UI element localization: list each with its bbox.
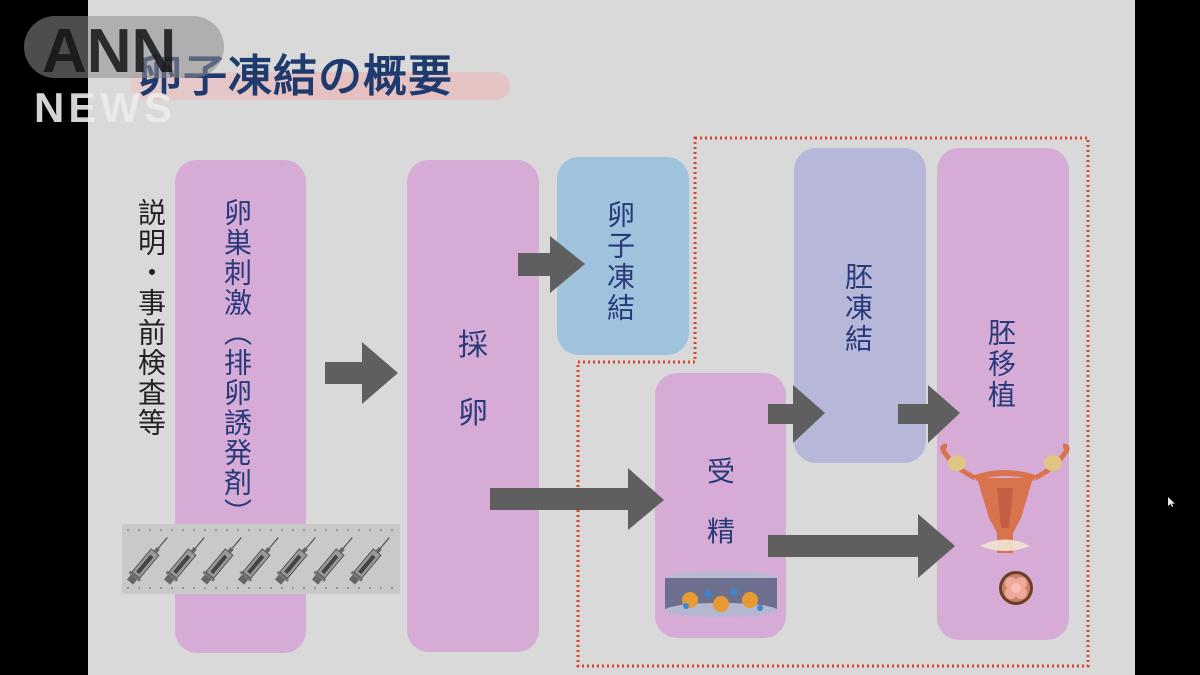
strip-dot: [270, 587, 272, 589]
strip-dot: [182, 529, 184, 531]
syringe-icon: [126, 537, 168, 585]
strip-dot: [391, 529, 393, 531]
strip-dot: [336, 587, 338, 589]
strip-dot: [325, 529, 327, 531]
strip-dot: [281, 587, 283, 589]
strip-dot: [215, 587, 217, 589]
strip-dot: [259, 529, 261, 531]
strip-dot: [182, 587, 184, 589]
strip-dot: [369, 529, 371, 531]
strip-dot: [325, 587, 327, 589]
step-fertilization-char1: 受: [707, 455, 736, 488]
strip-dot: [314, 529, 316, 531]
strip-dot: [127, 529, 129, 531]
step-embryo-transfer-label: 胚移植: [984, 318, 1017, 411]
strip-dot: [248, 529, 250, 531]
strip-dot: [193, 529, 195, 531]
strip-dot: [193, 587, 195, 589]
logo-ann-text: ANN: [42, 17, 176, 86]
step-embryo-freezing-label: 胚凍結: [841, 262, 874, 355]
strip-dot: [358, 529, 360, 531]
step-fertilization-char2: 精: [707, 515, 736, 548]
syringe-strip: [122, 524, 400, 594]
uterus-icon: [935, 438, 1075, 567]
strip-dot: [204, 529, 206, 531]
syringe-icon: [200, 537, 242, 585]
strip-dot: [259, 587, 261, 589]
strip-dot: [160, 587, 162, 589]
strip-dot: [314, 587, 316, 589]
step-explanation-label: 説明・事前検査等: [134, 198, 167, 438]
strip-dot: [347, 529, 349, 531]
strip-dot: [380, 529, 382, 531]
strip-dot: [226, 587, 228, 589]
strip-dot: [215, 529, 217, 531]
strip-dot: [358, 587, 360, 589]
syringe-icon: [237, 537, 279, 585]
step-egg-freezing-label: 卵子凍結: [603, 200, 636, 324]
strip-dot: [237, 529, 239, 531]
strip-dot: [380, 587, 382, 589]
strip-dot: [160, 529, 162, 531]
strip-dot: [347, 587, 349, 589]
syringe-icon: [348, 537, 390, 585]
strip-dot: [270, 529, 272, 531]
strip-dot: [336, 529, 338, 531]
strip-dot: [226, 529, 228, 531]
mouse-cursor-icon: [1168, 492, 1176, 507]
strip-dot: [292, 587, 294, 589]
step-egg-retrieval-char2: 卵: [458, 396, 488, 431]
logo-news-text: NEWS: [34, 84, 176, 129]
strip-dot: [138, 529, 140, 531]
strip-dot: [237, 587, 239, 589]
strip-dot: [369, 587, 371, 589]
strip-dot: [171, 529, 173, 531]
step-ovarian-stimulation-label: 卵巣刺激（排卵誘発剤）: [220, 198, 253, 528]
step-egg-retrieval-char1: 採: [458, 328, 488, 363]
petri-dish-icon: [662, 568, 780, 624]
strip-dot: [303, 529, 305, 531]
strip-dot: [149, 529, 151, 531]
syringe-icon: [274, 537, 316, 585]
box-egg-retrieval: [407, 160, 539, 652]
syringe-icon: [311, 537, 353, 585]
strip-dot: [149, 587, 151, 589]
syringe-icon: [163, 537, 205, 585]
strip-dot: [248, 587, 250, 589]
strip-dot: [292, 529, 294, 531]
embryo-icon: [998, 570, 1034, 610]
strip-dot: [204, 587, 206, 589]
strip-dot: [391, 587, 393, 589]
strip-dot: [303, 587, 305, 589]
strip-dot: [127, 587, 129, 589]
strip-dot: [171, 587, 173, 589]
ann-news-logo: ANN NEWS: [24, 14, 224, 133]
strip-dot: [281, 529, 283, 531]
strip-dot: [138, 587, 140, 589]
